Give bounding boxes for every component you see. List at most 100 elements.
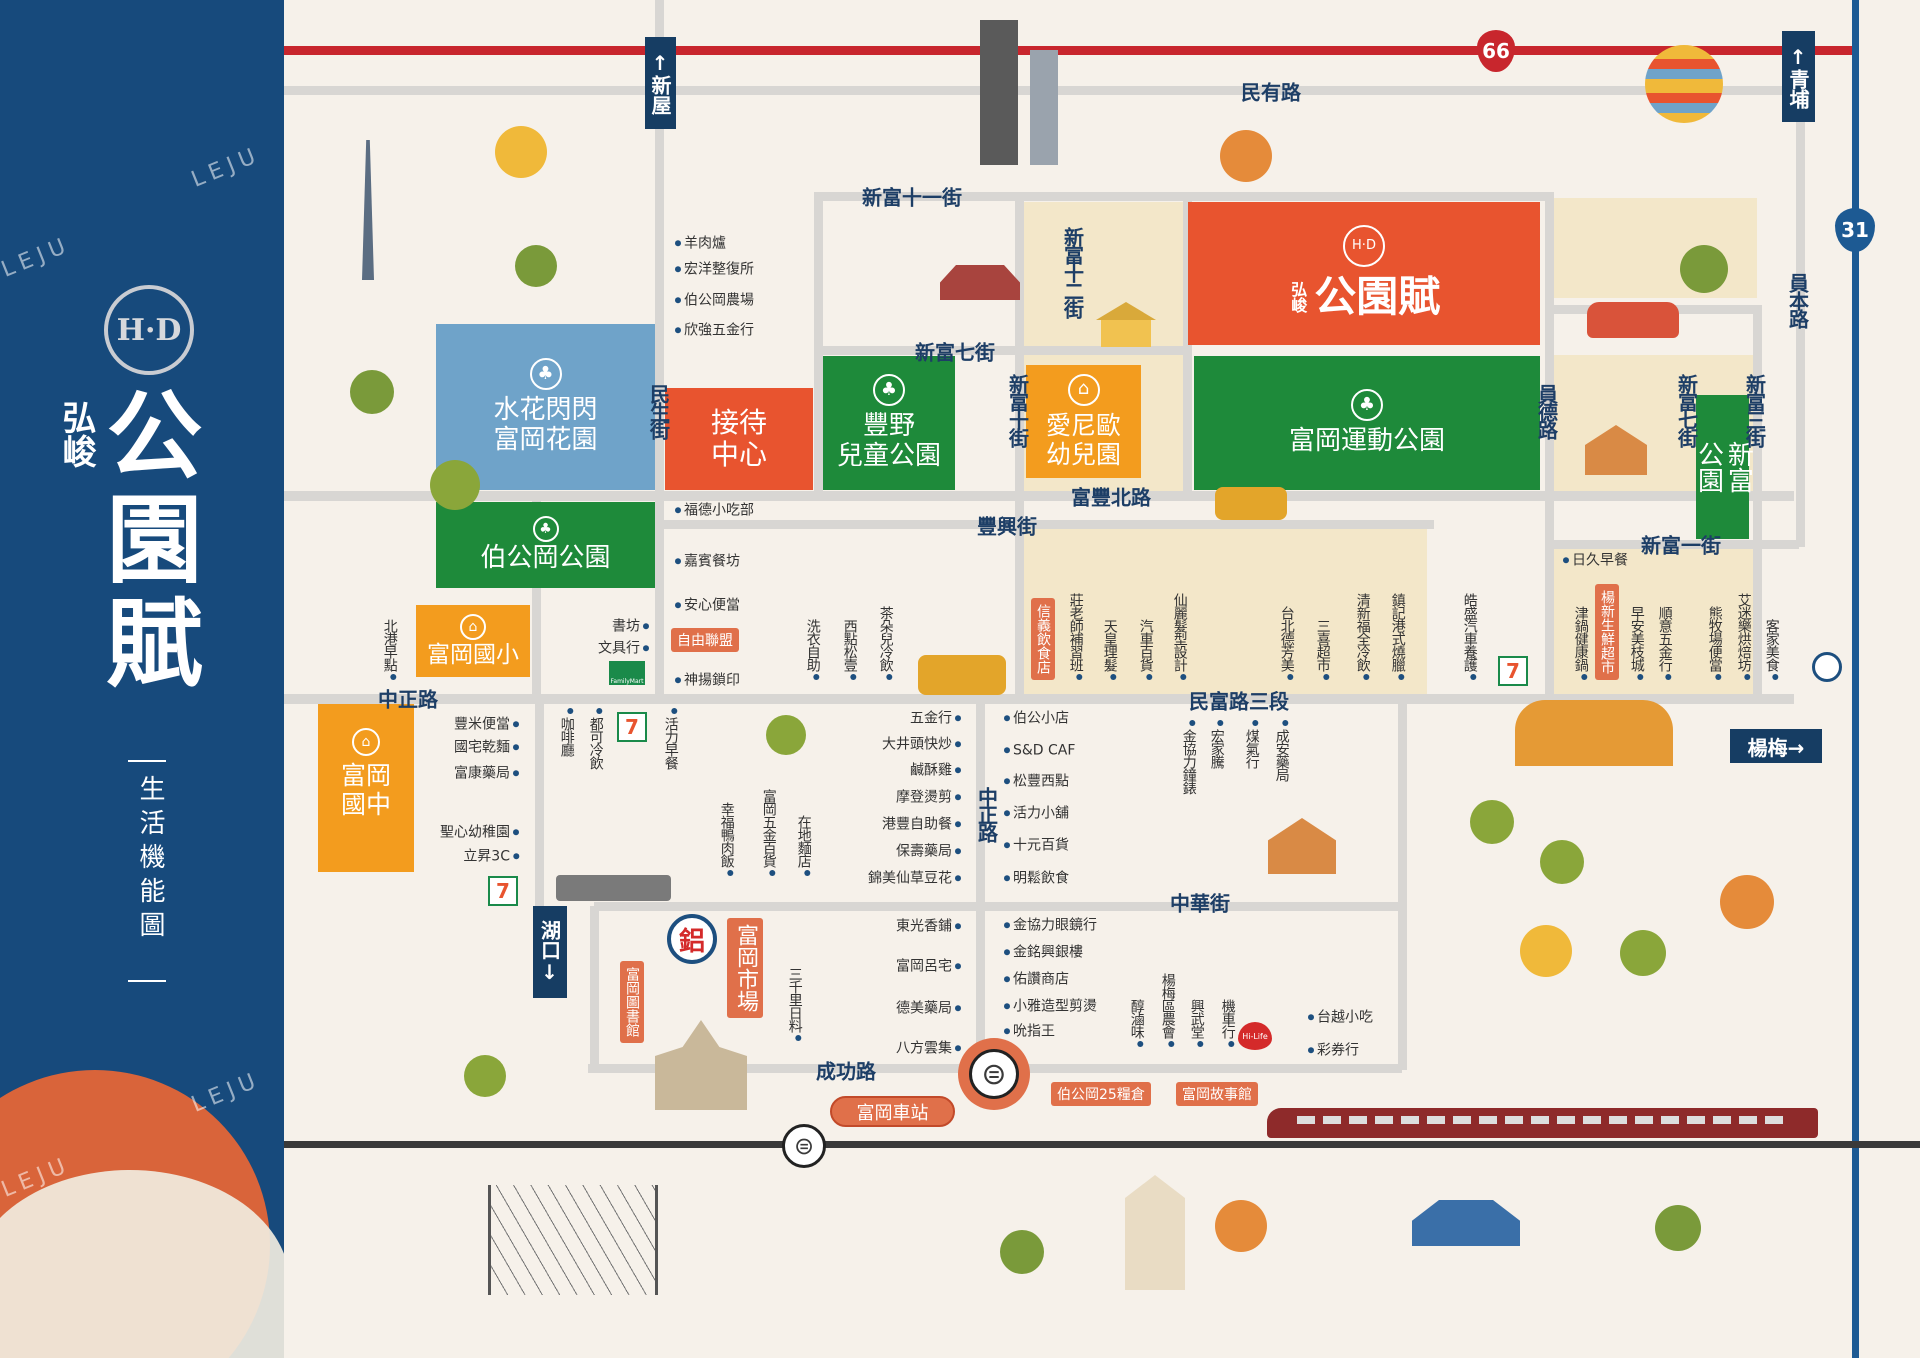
poi-label[interactable]: 佑讚商店 — [1004, 971, 1069, 987]
poi-label[interactable]: 咖啡廳 — [558, 708, 575, 756]
poi-label[interactable]: 東光香鋪 — [896, 918, 961, 934]
poi-label[interactable]: 金銘興銀樓 — [1004, 944, 1083, 960]
poi-label[interactable]: 德美藥局 — [896, 1000, 961, 1016]
road — [532, 495, 541, 698]
poi-label[interactable]: 活力早餐 — [662, 708, 679, 769]
poi-label[interactable]: 文具行 — [598, 640, 649, 656]
poi-label[interactable]: 興武堂 — [1188, 999, 1205, 1047]
train-station-marker[interactable]: ⊜ — [958, 1038, 1030, 1110]
poi-label[interactable]: 金協力鐘錶 — [1180, 720, 1197, 794]
poi-tag[interactable]: 富岡市場 — [727, 918, 763, 1018]
poi-label[interactable]: 豐米便當 — [454, 716, 519, 732]
school-elementary[interactable]: ⌂富岡國小 — [416, 605, 530, 677]
poi-label[interactable]: 皓盛汽車養護 — [1461, 593, 1478, 680]
seven-eleven-logo[interactable]: 7 — [617, 712, 647, 742]
poi-label[interactable]: 立昇3C — [463, 848, 519, 864]
school-building-icon — [1515, 700, 1673, 766]
poi-tag[interactable]: 富岡圖書館 — [620, 961, 644, 1043]
poi-label[interactable]: 八方雲集 — [896, 1040, 961, 1056]
poi-label[interactable]: 伯公小店 — [1004, 710, 1069, 726]
poi-label[interactable]: 醇滷味 — [1128, 999, 1145, 1047]
poi-label[interactable]: 三喜超市 — [1314, 619, 1331, 680]
poi-label[interactable]: 嘉賓餐坊 — [675, 553, 740, 569]
poi-label[interactable]: 津鍋健康鍋 — [1572, 606, 1589, 680]
poi-label[interactable]: 清新福全冷飲 — [1354, 593, 1371, 680]
poi-label[interactable]: 富岡五金百貨 — [760, 789, 777, 876]
poi-label[interactable]: 富康藥局 — [454, 765, 519, 781]
poi-label[interactable]: 摩登燙剪 — [896, 789, 961, 805]
poi-label[interactable]: 鎮記港式燒臘 — [1389, 593, 1406, 680]
poi-label[interactable]: 艾迷樂烘焙坊 — [1735, 593, 1752, 680]
poi-label[interactable]: 都可冷飲 — [587, 708, 604, 769]
kindergarten-aineou[interactable]: ⌂愛尼歐 幼兒園 — [1026, 365, 1141, 478]
poi-label[interactable]: 天皇理髮 — [1101, 619, 1118, 680]
seven-eleven-logo[interactable]: 7 — [1498, 656, 1528, 686]
poi-label[interactable]: 港豐自助餐 — [882, 816, 961, 832]
park-fengye[interactable]: ♣豐野 兒童公園 — [823, 356, 955, 490]
poi-label[interactable]: 五金行 — [910, 710, 961, 726]
reception-center[interactable]: 接待 中心 — [665, 388, 813, 490]
park-shuihua[interactable]: ♣水花閃閃 富岡花園 — [436, 324, 655, 490]
divider — [128, 760, 166, 762]
poi-tag[interactable]: 信義飲食店 — [1031, 598, 1055, 680]
poi-label[interactable]: 福德小吃部 — [675, 502, 754, 518]
poi-tag[interactable]: 伯公岡25糧倉 — [1051, 1082, 1151, 1106]
poi-label[interactable]: 客家美食 — [1763, 619, 1780, 680]
poi-label[interactable]: 明鬆飲食 — [1004, 870, 1069, 886]
poi-label[interactable]: 十元百貨 — [1004, 837, 1069, 853]
poi-label[interactable]: 宏家騰 — [1208, 720, 1225, 768]
poi-tag[interactable]: 楊新生鮮超市 — [1595, 584, 1619, 680]
poi-label[interactable]: 安心便當 — [675, 597, 740, 613]
poi-label[interactable]: 熊牧場便當 — [1706, 606, 1723, 680]
fugang-station-label[interactable]: 富岡車站 — [830, 1096, 955, 1127]
poi-label[interactable]: 茶朵兒冷飲 — [877, 606, 894, 680]
poi-label[interactable]: 三千里日料 — [786, 967, 803, 1041]
poi-label[interactable]: 吮指王 — [1004, 1023, 1055, 1039]
poi-label[interactable]: 國宅乾麵 — [454, 739, 519, 755]
poi-tag[interactable]: 富岡故事館 — [1176, 1082, 1258, 1106]
poi-label[interactable]: 台北德芳美 — [1278, 606, 1295, 680]
park-label: 水花閃閃 富岡花園 — [493, 395, 598, 455]
poi-label[interactable]: 小雅造型剪燙 — [1004, 998, 1097, 1014]
poi-label[interactable]: 大井頭快炒 — [882, 736, 961, 752]
poi-label[interactable]: 北港早點 — [381, 619, 398, 680]
poi-label[interactable]: 汽車百貨 — [1137, 619, 1154, 680]
poi-label[interactable]: 錦美仙草豆花 — [868, 870, 961, 886]
poi-label[interactable]: 松豐西點 — [1004, 773, 1069, 789]
poi-label[interactable]: 羊肉爐 — [675, 235, 726, 251]
poi-label[interactable]: 早安美枝城 — [1628, 606, 1645, 680]
poi-label[interactable]: 煤氣行 — [1243, 720, 1260, 768]
project-site[interactable]: H·D 弘峻公園賦 — [1188, 202, 1540, 345]
poi-label[interactable]: 金協力眼鏡行 — [1004, 917, 1097, 933]
poi-label[interactable]: 宏洋整復所 — [675, 261, 754, 277]
park-sports[interactable]: ♣富岡運動公園 — [1194, 356, 1540, 490]
poi-label[interactable]: 伯公岡農場 — [675, 292, 754, 308]
poi-label[interactable]: S&D CAF — [1004, 742, 1075, 758]
poi-label[interactable]: 仙麗髮型設計 — [1171, 593, 1188, 680]
poi-label[interactable]: 書坊 — [612, 618, 649, 634]
poi-label[interactable]: 保壽藥局 — [896, 843, 961, 859]
poi-label[interactable]: 在地麵店 — [795, 815, 812, 876]
poi-label[interactable]: 成安藥局 — [1273, 720, 1290, 781]
poi-label[interactable]: 西點松壹 — [841, 619, 858, 680]
poi-label[interactable]: 楊梅區農會 — [1159, 973, 1176, 1047]
poi-label[interactable]: 富岡呂宅 — [896, 958, 961, 974]
poi-label[interactable]: 神揚鎖印 — [675, 672, 740, 688]
poi-label[interactable]: 機車行 — [1219, 999, 1236, 1047]
poi-label[interactable]: 活力小舖 — [1004, 805, 1069, 821]
seven-eleven-logo[interactable]: 7 — [488, 876, 518, 906]
poi-label[interactable]: 日久早餐 — [1563, 552, 1628, 568]
poi-label[interactable]: 鹹酥雞 — [910, 762, 961, 778]
poi-label[interactable]: 順意五金行 — [1656, 606, 1673, 680]
poi-label[interactable]: 洗衣自助 — [804, 619, 821, 680]
poi-label[interactable]: 莊老師補習班 — [1067, 593, 1084, 680]
poi-label[interactable]: 彩券行 — [1308, 1042, 1359, 1058]
poi-tag[interactable]: 自由聯盟 — [671, 628, 739, 652]
school-junior[interactable]: ⌂富岡國中 — [318, 704, 414, 872]
poi-label[interactable]: 幸福鴨肉飯 — [718, 802, 735, 876]
park-bogonggang[interactable]: ♣伯公岡公園 — [436, 502, 655, 588]
poi-label[interactable]: 聖心幼稚園 — [440, 824, 519, 840]
poi-label[interactable]: 台越小吃 — [1308, 1009, 1373, 1025]
park-xinfu[interactable]: 新富 公園 — [1694, 395, 1753, 539]
poi-label[interactable]: 欣強五金行 — [675, 322, 754, 338]
